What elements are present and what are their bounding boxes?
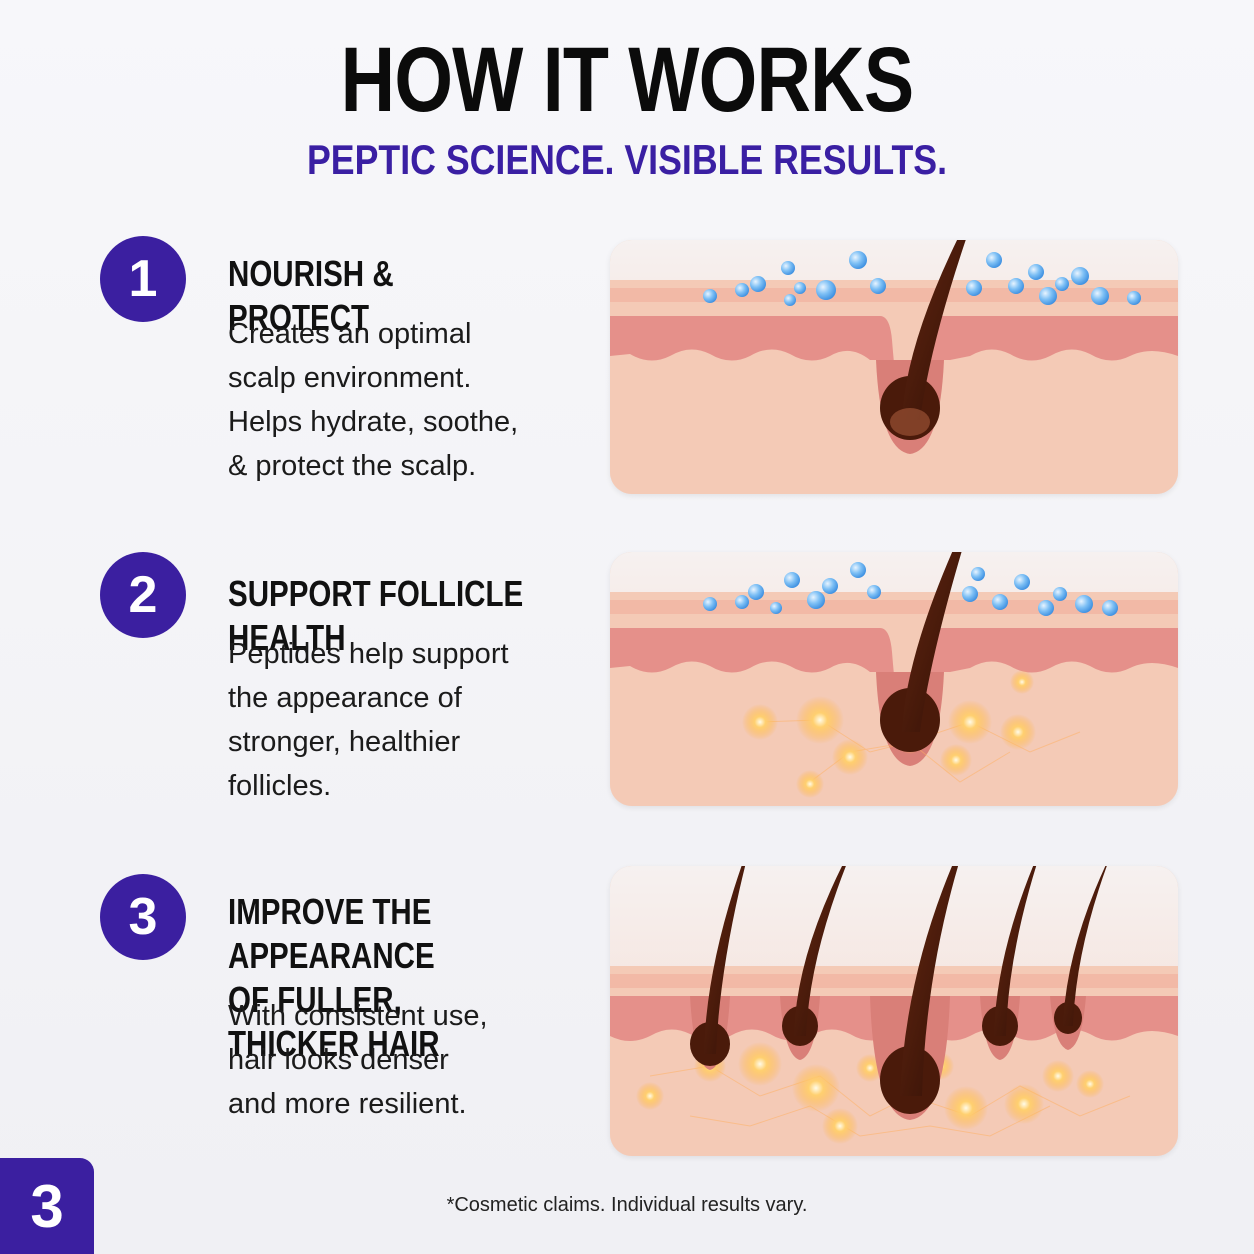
scalp-illustration-nourish xyxy=(610,240,1178,494)
step-number-badge: 3 xyxy=(100,874,186,960)
step-description: Creates an optimal scalp environment. He… xyxy=(228,318,519,482)
step-number-badge: 2 xyxy=(100,552,186,638)
scalp-illustration-follicle xyxy=(610,552,1178,806)
step-heading: NOURISH & PROTECT xyxy=(228,253,394,338)
disclaimer-text: *Cosmetic claims. Individual results var… xyxy=(446,1194,808,1216)
page-subtitle: PEPTIC SCIENCE. VISIBLE RESULTS. xyxy=(306,136,948,183)
scalp-illustration-fuller-hair xyxy=(610,866,1178,1156)
step-heading: SUPPORT FOLLICLE HEALTH xyxy=(228,573,524,658)
step-description: Peptides help support the appearance of … xyxy=(228,638,509,802)
page-title: HOW IT WORKS xyxy=(340,29,914,131)
page-number-badge: 3 xyxy=(0,1158,94,1254)
step-heading: IMPROVE THE APPEARANCE OF FULLER, THICKE… xyxy=(228,891,440,1064)
step-description: With consistent use, hair looks denser a… xyxy=(228,1000,488,1120)
step-number-badge: 1 xyxy=(100,236,186,322)
disclaimer-footnote: *Cosmetic claims. Individual results var… xyxy=(0,1194,1254,1217)
